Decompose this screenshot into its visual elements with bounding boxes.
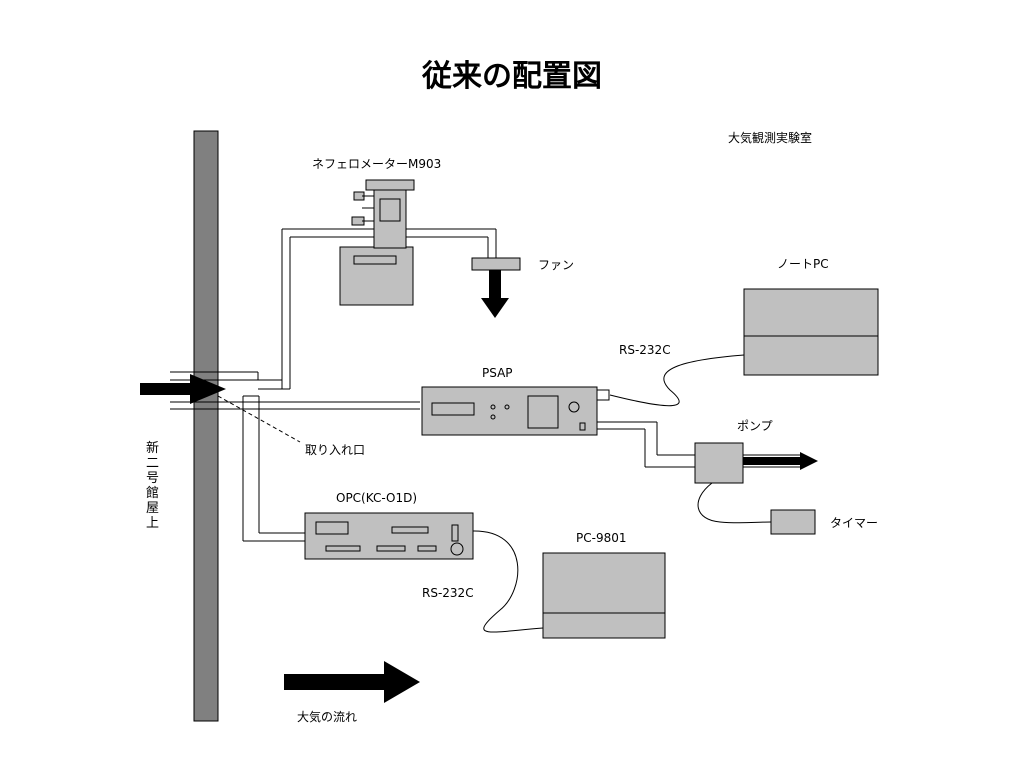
opc-label: OPC(KC-O1D) [336, 491, 417, 505]
pump-label: ポンプ [737, 419, 773, 433]
rs232c-cable-notebook [609, 354, 745, 407]
roof-label-char: 号 [146, 471, 159, 486]
roof-label-char: 屋 [146, 501, 159, 516]
notebook-pc-label: ノートPC [777, 257, 829, 271]
inlet-label: 取り入れ口 [305, 443, 365, 457]
fan-tube [406, 228, 497, 258]
pump-tube [597, 421, 695, 468]
timer-cable [697, 482, 772, 524]
inlet-tubes [170, 228, 420, 542]
timer-label: タイマー [830, 516, 878, 530]
roof-label: 新 二 号 館 屋 上 [146, 440, 159, 531]
timer [770, 509, 816, 535]
rs232c-label-lower: RS-232C [422, 586, 474, 600]
pc9801 [542, 552, 666, 639]
fan-label: ファン [538, 258, 574, 272]
pc9801-label: PC-9801 [576, 531, 626, 545]
room-label: 大気観測実験室 [728, 130, 812, 145]
roof-label-char: 二 [146, 456, 159, 471]
nephelometer-label: ネフェロメーターM903 [312, 157, 441, 171]
roof-label-char: 新 [146, 440, 159, 456]
roof-pillar [193, 130, 219, 722]
inlet-leader [217, 395, 301, 443]
psap [421, 386, 610, 436]
opc [304, 512, 474, 560]
rs232c-label-upper: RS-232C [619, 343, 671, 357]
inlet-arrow [140, 374, 226, 404]
rs232c-cable-pc9801 [472, 530, 544, 633]
roof-label-char: 上 [146, 516, 159, 531]
psap-label: PSAP [482, 366, 513, 380]
airflow-label: 大気の流れ [297, 709, 357, 724]
nephelometer [339, 179, 415, 306]
fan [471, 257, 521, 318]
airflow-arrow [284, 661, 420, 703]
roof-label-char: 館 [146, 486, 159, 501]
notebook-pc [743, 288, 879, 376]
pump [694, 442, 818, 484]
page-title: 従来の配置図 [421, 59, 602, 94]
